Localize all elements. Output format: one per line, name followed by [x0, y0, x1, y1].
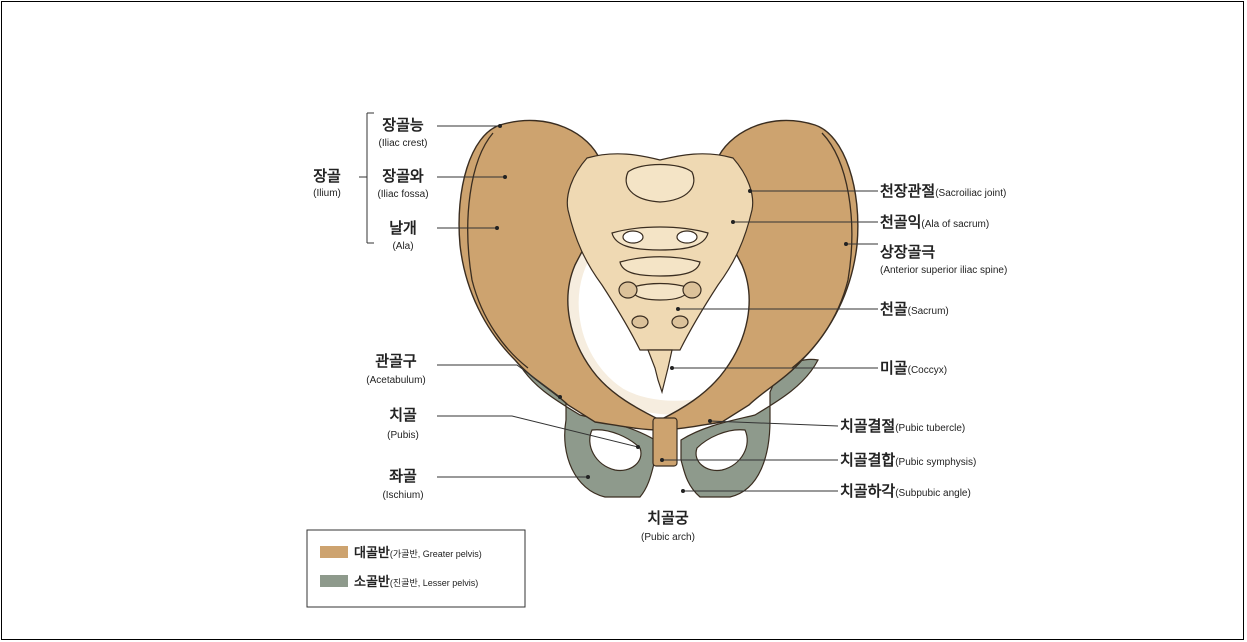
label-pubic-tubercle: 치골결절(Pubic tubercle) — [840, 417, 965, 435]
label-asis-ko: 상장골극 — [880, 243, 935, 261]
label-pubis-ko: 치골 — [389, 406, 417, 424]
ilium-group-label-en: (Ilium) — [313, 188, 341, 199]
label-subpubic-angle: 치골하각(Subpubic angle) — [840, 482, 971, 500]
label-coccyx: 미골(Coccyx) — [880, 359, 947, 377]
label-ala-ko: 날개 — [389, 219, 417, 237]
legend-swatch-greater-pelvis — [320, 546, 348, 558]
label-iliac-fossa-en: (Iliac fossa) — [377, 189, 428, 200]
label-iliac-crest-en: (Iliac crest) — [379, 138, 428, 149]
label-ala-en: (Ala) — [392, 241, 413, 252]
pubic-symphysis-shape — [653, 418, 677, 466]
label-pubic-arch-ko: 치골궁 — [647, 509, 689, 527]
sacrum-shape — [567, 154, 752, 392]
legend-box — [307, 530, 525, 607]
label-sacrum: 천골(Sacrum) — [880, 300, 949, 318]
legend: 대골반(가골반, Greater pelvis) 소골반(진골반, Lesser… — [307, 530, 525, 607]
label-iliac-fossa-ko: 장골와 — [382, 167, 424, 185]
label-acetabulum-ko: 관골구 — [375, 352, 417, 370]
label-sacroiliac-joint: 천장관절(Sacroiliac joint) — [880, 182, 1006, 200]
label-ala-of-sacrum: 천골익(Ala of sacrum) — [880, 213, 989, 231]
label-iliac-crest-ko: 장골능 — [382, 116, 424, 134]
label-pubis-en: (Pubis) — [387, 430, 419, 441]
label-acetabulum-en: (Acetabulum) — [366, 375, 425, 386]
label-ischium-ko: 좌골 — [389, 467, 417, 485]
label-ischium-en: (Ischium) — [382, 490, 423, 501]
label-pubic-symphysis: 치골결합(Pubic symphysis) — [840, 451, 976, 469]
legend-swatch-lesser-pelvis — [320, 575, 348, 587]
label-asis-en: (Anterior superior iliac spine) — [880, 265, 1007, 276]
ilium-group-label-ko: 장골 — [313, 167, 341, 185]
label-pubic-arch-en: (Pubic arch) — [641, 532, 695, 543]
